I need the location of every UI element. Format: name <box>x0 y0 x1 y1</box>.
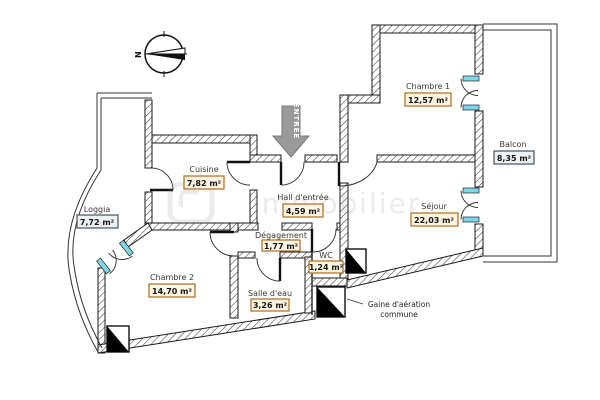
room-area: 14,70 m² <box>152 287 192 296</box>
room-name: Dégagement <box>255 230 307 240</box>
area-box <box>493 150 535 165</box>
room-name: Balcon <box>500 140 527 149</box>
room-label-salle-eau: Salle d'eau 3,26 m² <box>248 289 292 312</box>
room-area: 4,59 m² <box>286 207 321 216</box>
ventilation-shaft-icon <box>106 325 130 353</box>
loggia-outline <box>67 92 152 353</box>
room-area: 12,57 m² <box>408 96 448 105</box>
doors <box>149 160 378 282</box>
ventilation-shaft-icon <box>316 286 346 318</box>
room-label-hall: Hall d'entrée 4,59 m² <box>277 192 329 218</box>
walls <box>97 24 484 354</box>
room-area: 7,72 m² <box>80 218 115 227</box>
balcony-outline <box>483 23 558 263</box>
area-box <box>250 298 290 312</box>
room-label-wc: WC 1,24 m² <box>308 251 344 274</box>
compass-north-label: N <box>134 51 143 58</box>
room-label-chambre1: Chambre 1 12,57 m² <box>404 82 452 107</box>
room-label-balcon: Balcon 8,35 m² <box>493 140 535 165</box>
annotation-line1: Gaine d'aération <box>368 300 431 309</box>
room-area: 1,24 m² <box>309 263 344 272</box>
room-name: Salle d'eau <box>248 289 292 298</box>
room-name: Hall d'entrée <box>277 192 328 202</box>
area-box <box>261 239 301 252</box>
area-box <box>148 283 196 298</box>
room-name: Cuisine <box>189 165 218 174</box>
ventilation-shaft-icon <box>345 248 367 274</box>
compass-icon: N <box>134 31 187 77</box>
room-label-cuisine: Cuisine 7,82 m² <box>183 165 225 190</box>
room-label-loggia: Loggia 7,72 m² <box>76 205 119 229</box>
room-name: WC <box>319 251 333 260</box>
room-area: 3,26 m² <box>253 301 288 310</box>
area-box <box>308 260 344 274</box>
watermark-text: immobilier <box>252 187 421 220</box>
room-name: Loggia <box>84 205 111 214</box>
room-area: 7,82 m² <box>187 179 222 188</box>
area-box <box>76 214 119 229</box>
room-name: Chambre 2 <box>150 273 194 282</box>
entrance-label: ENTRÉE <box>292 103 301 139</box>
annotation-gaine: Gaine d'aération commune <box>346 298 431 319</box>
room-label-degagement: Dégagement 1,77 m² <box>255 230 307 252</box>
entrance-arrow-icon: ENTRÉE <box>271 103 311 158</box>
area-box <box>282 203 324 218</box>
room-label-chambre2: Chambre 2 14,70 m² <box>148 273 196 298</box>
room-area: 22,03 m² <box>414 216 454 225</box>
area-box <box>404 92 452 107</box>
room-area: 8,35 m² <box>497 154 532 163</box>
annotation-line2: commune <box>380 310 418 319</box>
french-door-sejour-icon <box>460 187 480 223</box>
room-name: Chambre 1 <box>406 82 450 91</box>
room-name: Séjour <box>421 201 447 211</box>
french-door-chambre1-icon <box>460 75 480 111</box>
room-area: 1,77 m² <box>264 242 299 251</box>
area-box <box>410 212 459 227</box>
room-label-sejour: Séjour 22,03 m² <box>410 201 459 227</box>
area-box <box>183 175 225 190</box>
